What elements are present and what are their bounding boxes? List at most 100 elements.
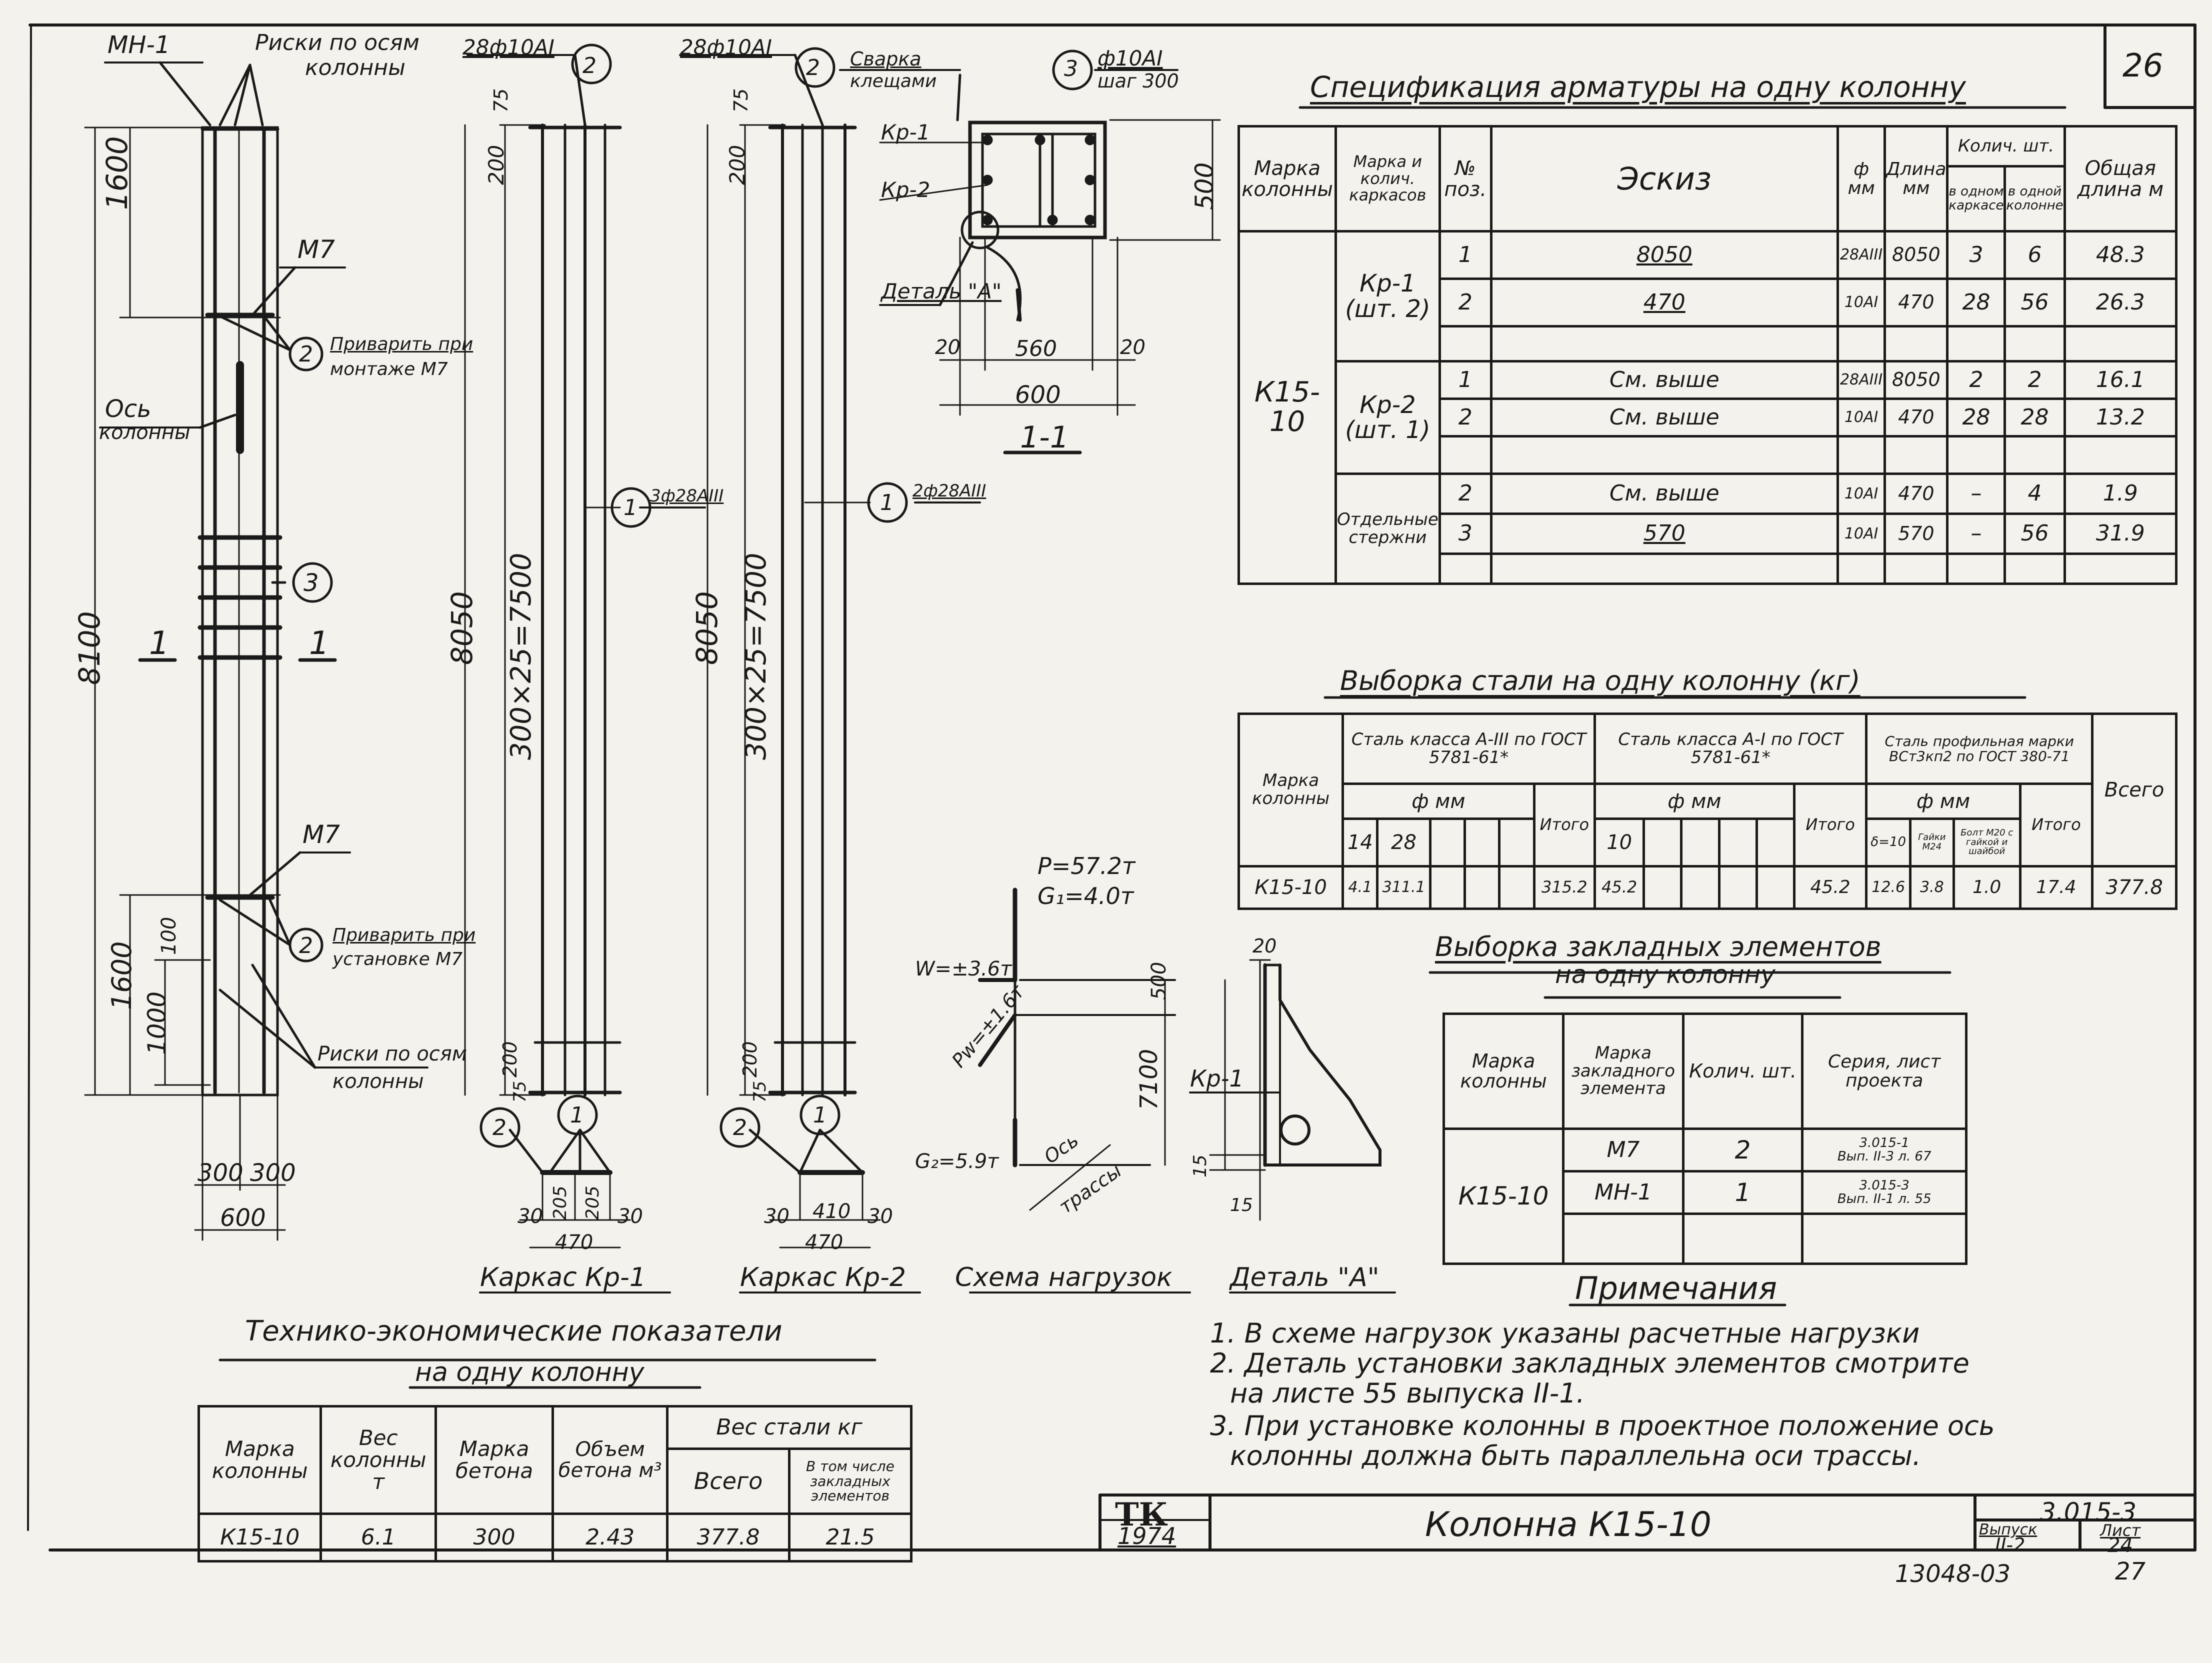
tech-volume: 2.43 (552, 1512, 669, 1562)
steel-mark: К15-10 (1237, 865, 1344, 910)
spec-q2: 56 (2004, 278, 2066, 328)
dim-8100: 8100 (72, 611, 106, 685)
tech-title: Технико-экономические показатели (245, 1315, 782, 1348)
section-d20b: 20 (1120, 336, 1146, 359)
sheet-number: 26 (2122, 48, 2164, 84)
spec-q1: – (1946, 472, 2006, 515)
steel-h-d14: 14 (1342, 818, 1379, 868)
spec-q1: 2 (1946, 360, 2006, 400)
kr2-dim-8050: 8050 (690, 591, 724, 665)
spec-h-qty: Колич. шт. (1946, 125, 2066, 168)
embed-qty: 1 (1682, 1170, 1804, 1215)
spec-sketch: См. выше (1490, 360, 1839, 400)
spec-group-1: Кр-1 (шт. 2) (1334, 230, 1441, 362)
spec-len: 8050 (1884, 230, 1949, 280)
section-dim-500: 500 (1190, 162, 1219, 210)
spec-h-mark: Марка колонны (1238, 125, 1337, 232)
steel-title: Выборка стали на одну колонну (кг) (1340, 665, 1860, 696)
embed-qty: 2 (1682, 1128, 1804, 1172)
detail-d500: 500 (1148, 962, 1170, 1000)
steel-c28: 311.1 (1376, 865, 1432, 910)
section-mark-left: 1 (149, 625, 170, 662)
spec-sketch: 570 (1490, 512, 1839, 555)
spec-pos: 1 (1438, 360, 1492, 400)
kr1-bubble-2: 2 (582, 53, 596, 78)
spec-group-2: Кр-2 (шт. 1) (1334, 360, 1441, 475)
tech-h-steel-embed: В том числе закладных элементов (788, 1448, 913, 1515)
spec-d: 28АIII (1836, 360, 1886, 400)
label-privarit-top2: монтаже М7 (330, 359, 448, 380)
spec-q2: 4 (2004, 472, 2066, 515)
spec-sketch: 8050 (1490, 230, 1839, 280)
embed-h-mark: Марка колонны (1442, 1012, 1565, 1130)
embed-el: МН-1 (1562, 1170, 1684, 1215)
dim-300-right: 300 (250, 1159, 296, 1187)
year: 1974 (1118, 1522, 1176, 1550)
embed-mark: К15-10 (1442, 1128, 1565, 1265)
tech-h-concrete: Марка бетона (434, 1405, 554, 1515)
spec-d: 28АIII (1836, 230, 1886, 280)
detail-caption: Деталь "А" (1230, 1262, 1380, 1292)
detail-d20: 20 (1252, 935, 1277, 957)
kr1-dim-200: 200 (484, 144, 508, 185)
section-d560: 560 (1015, 336, 1057, 362)
bubble-3: 3 (304, 569, 319, 597)
steel-h-delta: δ=10 (1865, 818, 1912, 868)
tk-logo: ТК (1115, 1496, 1168, 1534)
spec-q2: 56 (2004, 512, 2066, 555)
section-bar3: ф10АI (1098, 46, 1163, 70)
spec-len: 570 (1884, 512, 1949, 555)
spec-q2: 2 (2004, 360, 2066, 400)
detail-d15a: 15 (1190, 1154, 1210, 1178)
footer-page: 27 (2115, 1558, 2146, 1586)
dim-300-left: 300 (198, 1159, 244, 1187)
steel-table: Марка колонны Сталь класса А-III по ГОСТ… (1237, 712, 2178, 910)
tech-h-mark: Марка колонны (197, 1405, 322, 1515)
kr1-bubble-1: 1 (624, 495, 638, 520)
steel-itogo-3: 17.4 (2018, 865, 2094, 910)
kr1-w30b: 30 (618, 1205, 643, 1228)
steel-itogo-2: 45.2 (1792, 865, 1868, 910)
detail-d7100: 7100 (1135, 1048, 1163, 1110)
steel-h-bolt: Болт М20 с гайкой и шайбой (1952, 818, 2022, 868)
tech-h-steel-total: Всего (666, 1448, 790, 1515)
embed-title: Выборка закладных элементов (1435, 931, 1882, 962)
spec-total: 16.1 (2063, 360, 2178, 400)
bubble-2-top: 2 (299, 342, 313, 367)
steel-p2: 3.8 (1908, 865, 1955, 910)
spec-total: 31.9 (2063, 512, 2178, 555)
list: 24 (2108, 1534, 2133, 1557)
embed-table: Марка колонны Марка закладного элемента … (1442, 1012, 1968, 1265)
steel-h-a3: Сталь класса А-III по ГОСТ 5781-61* (1342, 712, 1596, 785)
steel-h-prof: Сталь профильная марки ВСт3кп2 по ГОСТ 3… (1865, 712, 2094, 785)
spec-h-sketch: Эскиз (1490, 125, 1839, 232)
kr2-svarka: Сварка (850, 48, 922, 70)
spec-h-total: Общая длина м (2063, 125, 2178, 232)
steel-c14: 4.1 (1342, 865, 1379, 910)
kr2-bubble-1: 1 (880, 490, 894, 516)
kr1-bubble-2b: 2 (492, 1115, 506, 1140)
label-privarit-bottom2: установке М7 (332, 949, 463, 970)
spec-len: 470 (1884, 278, 1949, 328)
kr1-bubble-1b: 1 (570, 1102, 584, 1128)
kr1-dim-8050: 8050 (445, 591, 479, 665)
kr2-w410: 410 (812, 1200, 851, 1223)
spec-pos: 2 (1438, 278, 1492, 328)
section-step: шаг 300 (1098, 70, 1179, 92)
dim-1600-top: 1600 (100, 136, 134, 210)
steel-h-gayka: Гайки М24 (1908, 818, 1955, 868)
note-3: 3. При установке колонны в проектное пол… (1210, 1410, 1995, 1442)
kr2-w30a: 30 (764, 1205, 790, 1228)
spec-group-3: Отдельные стержни (1334, 472, 1441, 585)
embed-title2: на одну колонну (1555, 960, 1776, 989)
kr2-dim-75: 75 (730, 88, 752, 112)
label-riski-top2: колонны (305, 55, 406, 80)
section-detail: Деталь "А" (881, 279, 1002, 304)
load-g1: G₁=4.0т (1038, 882, 1134, 910)
spec-total: 1.9 (2063, 472, 2178, 515)
section-d600: 600 (1015, 381, 1061, 409)
spec-d: 10АI (1836, 472, 1886, 515)
kr2-bar-1: 2ф28АIII (912, 481, 986, 501)
embed-ser-sheet: Вып. II-3 л. 67 (1837, 1149, 1932, 1164)
